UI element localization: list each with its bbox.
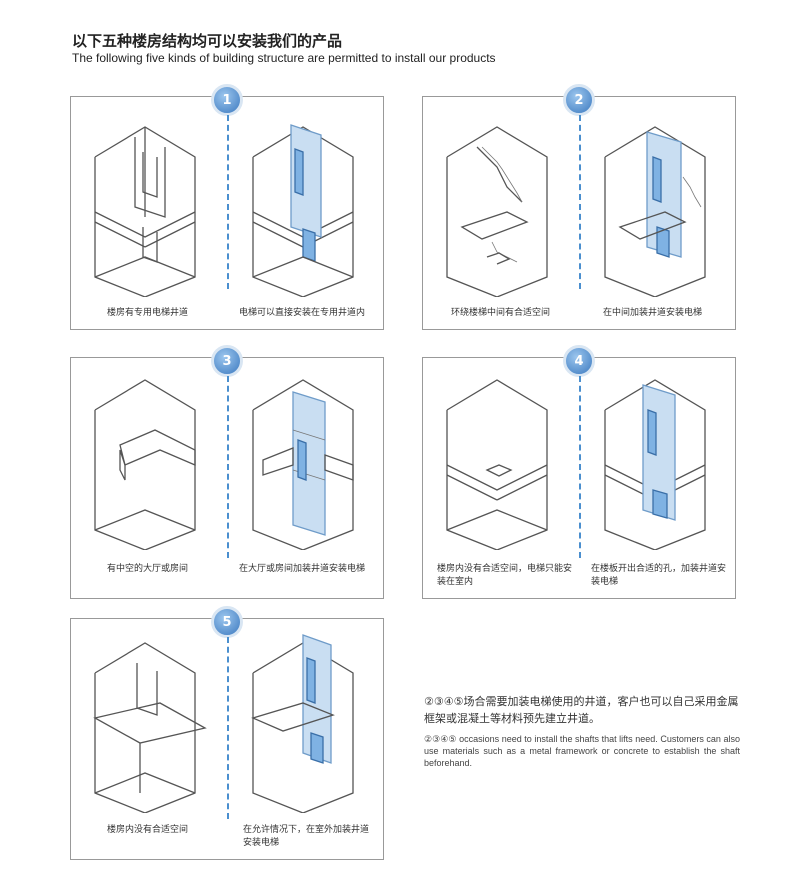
outdoor-illustration-right [251,634,354,813]
panel-number-badge: 5 [211,606,243,638]
caption-right: 在大厅或房间加装井道安装电梯 [239,564,366,574]
panel-number-badge: 1 [211,84,243,116]
caption-left: 有中空的大厅或房间 [107,564,189,574]
page-title: 以下五种楼房结构均可以安装我们的产品 [72,32,343,50]
panel-4: 4 楼房内没有合适空间，电梯只能安装在室内 在楼板开出合适的孔，加装井道安装电梯 [422,345,736,599]
caption-right: 在楼板开出合适的孔，加装井道安装电梯 [591,564,727,587]
slab-illustration-right [604,379,706,550]
caption-left: 楼房内没有合适空间 [107,825,189,835]
note-english: ②③④⑤ occasions need to install the shaft… [424,734,740,768]
panel-number-badge: 3 [211,345,243,377]
staircase-illustration-right [604,126,706,297]
note-chinese: ②③④⑤场合需要加装电梯使用的井道，客户也可以自己采用金属框架或混凝土等材料预先… [424,695,739,725]
panel-divider [227,115,229,289]
panel-divider [227,637,229,819]
hall-illustration-left [94,379,196,550]
outdoor-illustration-left [93,642,207,813]
panel-divider [579,115,581,289]
caption-right: 在中间加装井道安装电梯 [603,308,703,318]
panel-divider [579,376,581,558]
panel-5: 5 楼房内没有合适空间 在允许情况下，在室外加装井道安装电梯 [70,606,384,860]
caption-right: 电梯可以直接安装在专用井道内 [239,308,366,318]
staircase-illustration-left [446,126,548,297]
caption-left: 环绕楼梯中间有合适空间 [451,308,551,318]
building-illustration-right [252,124,354,297]
panel-number-badge: 2 [563,84,595,116]
caption-right: 在允许情况下，在室外加装井道安装电梯 [243,825,370,848]
panel-3: 3 有中空的大厅或房间 在大厅或房间加装井道安装电梯 [70,345,384,599]
building-illustration-left [94,126,196,297]
panel-1: 1 楼房有专用电梯井道 电梯可以直接安装在专用井道内 [70,84,384,330]
slab-illustration-left [446,379,548,550]
caption-left: 楼房有专用电梯井道 [107,308,189,318]
panel-divider [227,376,229,558]
hall-illustration-right [252,379,354,550]
panel-2: 2 环绕楼梯中间有合适空间 在中间加装井道安装电梯 [422,84,736,330]
page-subtitle: The following five kinds of building str… [72,51,496,65]
caption-left: 楼房内没有合适空间，电梯只能安装在室内 [437,564,573,587]
panel-number-badge: 4 [563,345,595,377]
